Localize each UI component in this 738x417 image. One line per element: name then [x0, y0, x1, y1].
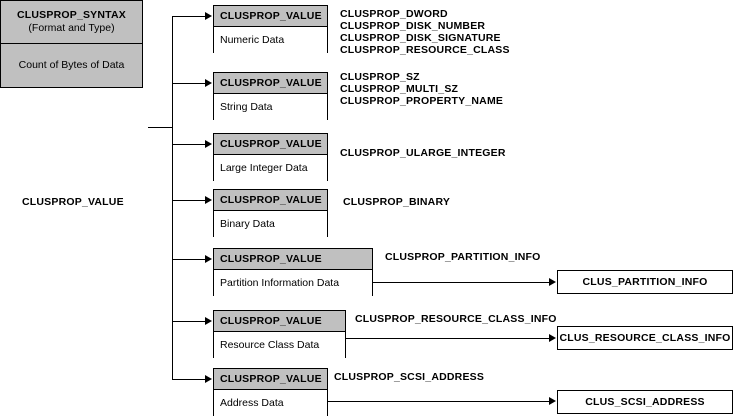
value-box-string: CLUSPROP_VALUE String Data: [213, 72, 328, 120]
clusprop-syntax-box: CLUSPROP_SYNTAX (Format and Type) Count …: [0, 0, 143, 88]
connector-branch-4: [172, 200, 206, 201]
arrowhead-branch-3: [205, 140, 212, 148]
syntax-group-numeric: CLUSPROP_DWORD CLUSPROP_DISK_NUMBER CLUS…: [340, 8, 510, 56]
arrowhead-branch-4: [205, 196, 212, 204]
connector-branch-5: [172, 259, 206, 260]
value-box-large-integer-header: CLUSPROP_VALUE: [214, 134, 327, 155]
value-box-large-integer: CLUSPROP_VALUE Large Integer Data: [213, 133, 328, 181]
target-box-clus-partition-info: CLUS_PARTITION_INFO: [557, 270, 733, 294]
connector-branch-2: [172, 83, 206, 84]
value-box-binary-body: Binary Data: [214, 211, 327, 237]
value-box-resource-class-body: Resource Class Data: [214, 332, 345, 358]
value-box-address-body: Address Data: [214, 390, 327, 416]
value-box-string-body: String Data: [214, 94, 327, 120]
value-box-numeric: CLUSPROP_VALUE Numeric Data: [213, 5, 328, 53]
arrowhead-branch-6: [205, 317, 212, 325]
root-label: CLUSPROP_VALUE: [22, 196, 124, 208]
arrowhead-branch-2: [205, 79, 212, 87]
connector-to-partition-info: [372, 282, 551, 283]
clusprop-syntax-header: CLUSPROP_SYNTAX (Format and Type): [1, 1, 142, 44]
connector-to-resource-class-info: [345, 338, 551, 339]
arrowhead-branch-1: [205, 12, 212, 20]
clusprop-syntax-subtitle: (Format and Type): [28, 22, 115, 34]
arrowhead-scsi-address: [549, 397, 556, 405]
syntax-group-large-integer: CLUSPROP_ULARGE_INTEGER: [340, 147, 506, 159]
arrowhead-branch-7: [205, 375, 212, 383]
connector-to-scsi-address: [327, 401, 551, 402]
value-box-partition-information: CLUSPROP_VALUE Partition Information Dat…: [213, 248, 373, 296]
connector-branch-1: [172, 16, 206, 17]
value-box-string-header: CLUSPROP_VALUE: [214, 73, 327, 94]
syntax-group-partition-info: CLUSPROP_PARTITION_INFO: [385, 251, 541, 263]
value-box-binary: CLUSPROP_VALUE Binary Data: [213, 189, 328, 237]
value-box-address: CLUSPROP_VALUE Address Data: [213, 368, 328, 416]
syntax-group-string: CLUSPROP_SZ CLUSPROP_MULTI_SZ CLUSPROP_P…: [340, 71, 504, 107]
value-box-resource-class: CLUSPROP_VALUE Resource Class Data: [213, 310, 346, 358]
syntax-group-resource-class-info: CLUSPROP_RESOURCE_CLASS_INFO: [355, 313, 557, 325]
arrowhead-partition-info: [549, 278, 556, 286]
connector-trunk-vertical: [172, 16, 173, 379]
syntax-group-scsi-address: CLUSPROP_SCSI_ADDRESS: [334, 371, 485, 383]
value-box-numeric-body: Numeric Data: [214, 27, 327, 53]
target-box-clus-scsi-address: CLUS_SCSI_ADDRESS: [557, 390, 733, 414]
clusprop-syntax-title: CLUSPROP_SYNTAX: [17, 9, 126, 21]
value-box-large-integer-body: Large Integer Data: [214, 155, 327, 181]
target-box-clus-resource-class-info: CLUS_RESOURCE_CLASS_INFO: [557, 326, 733, 350]
arrowhead-resource-class-info: [549, 334, 556, 342]
value-box-partition-information-body: Partition Information Data: [214, 270, 372, 296]
value-box-numeric-header: CLUSPROP_VALUE: [214, 6, 327, 27]
value-box-address-header: CLUSPROP_VALUE: [214, 369, 327, 390]
clusprop-syntax-body: Count of Bytes of Data: [1, 44, 142, 86]
value-box-partition-information-header: CLUSPROP_VALUE: [214, 249, 372, 270]
connector-syntax-stub: [148, 127, 173, 128]
syntax-group-binary: CLUSPROP_BINARY: [343, 196, 451, 208]
value-box-resource-class-header: CLUSPROP_VALUE: [214, 311, 345, 332]
connector-branch-6: [172, 321, 206, 322]
arrowhead-branch-5: [205, 255, 212, 263]
connector-branch-7: [172, 379, 206, 380]
connector-branch-3: [172, 144, 206, 145]
value-box-binary-header: CLUSPROP_VALUE: [214, 190, 327, 211]
